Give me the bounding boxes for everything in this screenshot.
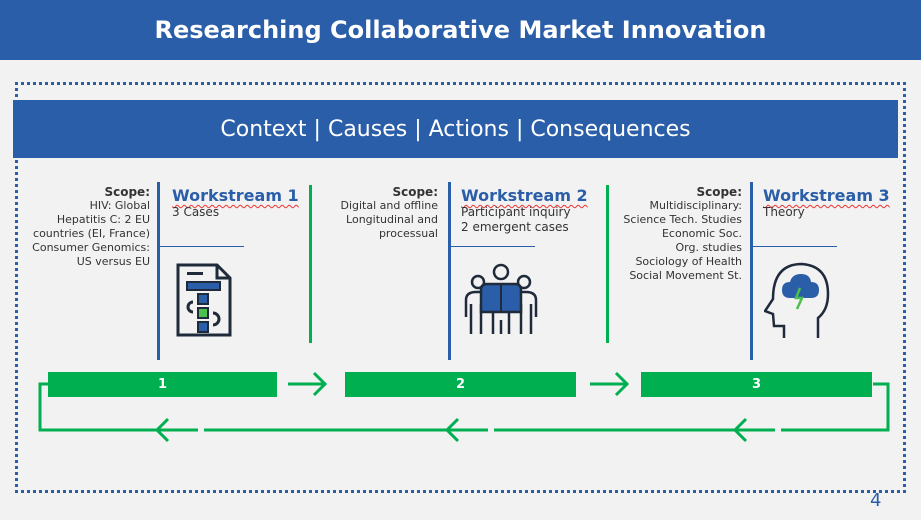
workstream-2-header: Workstream 2 Participant inquiry 2 emerg… <box>461 186 588 235</box>
return-loop <box>38 382 890 432</box>
slide-title: Researching Collaborative Market Innovat… <box>0 0 921 60</box>
scope-line: Digital and offline <box>340 199 438 212</box>
scope-line: Longitudinal and <box>346 213 438 226</box>
right-arrow-icon <box>288 371 328 397</box>
divider <box>157 182 160 360</box>
head-brainstorm-icon <box>764 262 830 338</box>
scope-line: processual <box>378 227 438 240</box>
divider <box>309 185 312 343</box>
scope-line: Social Movement St. <box>629 269 742 282</box>
workstream-title: Workstream 1 <box>172 186 299 205</box>
scope-line: Org. studies <box>675 241 742 254</box>
divider <box>750 182 753 360</box>
step-3-bar: 3 <box>641 372 872 397</box>
scope-line: Sociology of Health <box>635 255 742 268</box>
group-people-icon <box>464 263 538 334</box>
dotted-frame <box>15 82 906 493</box>
scope-label: Scope: <box>696 185 742 199</box>
flow-arrows <box>38 371 890 443</box>
divider <box>451 246 535 247</box>
scope-line: Economic Soc. <box>661 227 742 240</box>
scope-1: Scope: HIV: Global Hepatitis C: 2 EU cou… <box>0 185 150 269</box>
divider <box>160 246 244 247</box>
scope-line: US versus EU <box>76 255 150 268</box>
scope-label: Scope: <box>392 185 438 199</box>
scope-line: Science Tech. Studies <box>623 213 742 226</box>
workstream-sub: Participant inquiry <box>461 205 571 219</box>
step-1-bar: 1 <box>48 372 277 397</box>
divider <box>753 246 837 247</box>
divider <box>606 185 609 343</box>
document-checklist-icon <box>176 263 232 337</box>
scope-line: Multidisciplinary: <box>649 199 742 212</box>
page-number: 4 <box>870 490 882 511</box>
right-arrow-icon <box>590 371 630 397</box>
divider <box>448 182 451 360</box>
left-arrow-icon <box>732 417 748 443</box>
workstream-sub: 2 emergent cases <box>461 220 569 234</box>
workstream-title: Workstream 2 <box>461 186 588 205</box>
workstream-sub: 3 Cases <box>172 205 220 219</box>
scope-3: Scope: Multidisciplinary: Science Tech. … <box>592 185 742 283</box>
step-2-bar: 2 <box>345 372 576 397</box>
scope-2: Scope: Digital and offline Longitudinal … <box>288 185 438 241</box>
scope-line: Consumer Genomics: <box>32 241 150 254</box>
context-banner: Context | Causes | Actions | Consequence… <box>13 100 898 158</box>
workstream-sub: Theory <box>763 205 805 219</box>
left-arrow-icon <box>444 417 460 443</box>
workstream-1-header: Workstream 1 3 Cases <box>172 186 299 220</box>
left-arrow-icon <box>154 417 170 443</box>
scope-line: HIV: Global <box>89 199 150 212</box>
scope-line: countries (EI, France) <box>33 227 150 240</box>
workstream-3-header: Workstream 3 Theory <box>763 186 890 220</box>
scope-line: Hepatitis C: 2 EU <box>56 213 150 226</box>
scope-label: Scope: <box>104 185 150 199</box>
workstream-title: Workstream 3 <box>763 186 890 205</box>
